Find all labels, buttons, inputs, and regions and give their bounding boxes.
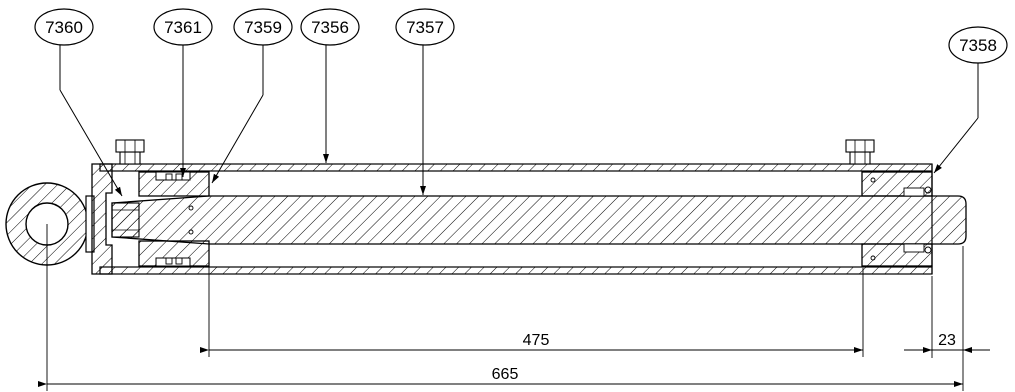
- balloon-7358: 7358: [933, 26, 1008, 174]
- dimension-label: 475: [523, 332, 550, 349]
- balloon-7361: 7361: [153, 8, 213, 177]
- balloon-7360: 7360: [34, 8, 123, 197]
- dimension-label: 23: [938, 332, 956, 349]
- balloon-label: 7361: [164, 18, 202, 37]
- dimension-23: 23: [904, 276, 990, 358]
- balloon-label: 7360: [45, 18, 83, 37]
- dimension-label: 665: [492, 366, 519, 383]
- rear-port-fitting: [115, 139, 145, 165]
- balloon-label: 7359: [244, 18, 282, 37]
- balloon-label: 7356: [311, 18, 349, 37]
- balloon-7357: 7357: [395, 8, 455, 195]
- balloon-7359: 7359: [211, 8, 293, 184]
- dimension-475: 475: [200, 248, 864, 357]
- front-gland-head: [861, 164, 933, 274]
- rear-end-cap: [91, 163, 113, 275]
- piston: [138, 171, 210, 267]
- dimension-665: 665: [38, 224, 964, 391]
- balloon-label: 7357: [406, 18, 444, 37]
- piston-rod: [111, 195, 967, 245]
- balloon-7356: 7356: [300, 8, 360, 163]
- rear-clevis-eye: [5, 182, 95, 266]
- balloon-label: 7358: [959, 36, 997, 55]
- front-port-fitting: [845, 139, 875, 165]
